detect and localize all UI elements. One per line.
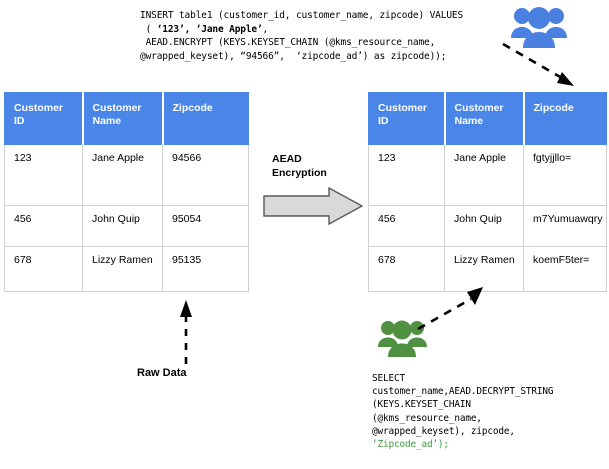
sql-line: AEAD.ENCRYPT (KEYS.KEYSET_CHAIN (@kms_re… <box>140 36 463 50</box>
cell-customer-id: 678 <box>368 246 445 292</box>
header-line-1: Zipcode <box>533 102 574 114</box>
sql-text: AEAD.ENCRYPT (KEYS.KEYSET_CHAIN (@kms_re… <box>140 37 436 49</box>
sql-line: customer_name,AEAD.DECRYPT_STRING <box>372 386 554 398</box>
cell-customer-id: 456 <box>4 205 83 247</box>
table-row: 456 John Quip m7Yumuawqry <box>368 205 607 247</box>
header-line-1: Customer <box>14 102 64 114</box>
sql-line: ( ‘123’, ‘Jane Apple’, <box>140 23 463 37</box>
header-line-1: Customer <box>454 102 504 114</box>
people-group-icon <box>509 4 569 50</box>
table-row: 678 Lizzy Ramen 95135 <box>4 246 249 292</box>
header-line-1: Zipcode <box>172 102 213 114</box>
sql-literal: ‘123’, ‘Jane Apple’ <box>156 23 263 35</box>
sql-text: , <box>262 23 269 35</box>
cell-customer-id: 678 <box>4 246 83 292</box>
sql-text: INSERT table1 (customer_id, customer_nam… <box>140 10 464 21</box>
cell-zipcode: m7Yumuawqry <box>523 205 607 247</box>
aead-encryption-arrow <box>263 186 364 226</box>
aead-label-line-2: Encryption <box>272 166 327 179</box>
cell-zipcode: 94566 <box>162 144 249 206</box>
header-line-2: ID <box>378 115 389 127</box>
cell-customer-id: 123 <box>368 144 445 206</box>
cell-zipcode: koemF5ter= <box>523 246 607 292</box>
sql-text: @wrapped_keyset), “94566”, ‘zipcode_ad’)… <box>140 50 447 62</box>
column-header-zipcode: Zipcode <box>162 92 249 145</box>
sql-line: @wrapped_keyset), zipcode, <box>372 425 515 437</box>
aead-label-line-1: AEAD <box>272 153 302 165</box>
table-row: 678 Lizzy Ramen koemF5ter= <box>368 246 607 292</box>
table-row: 123 Jane Apple 94566 <box>4 144 249 206</box>
sql-line: (@kms_resource_name, <box>372 412 482 424</box>
cell-customer-name: Lizzy Ramen <box>82 246 163 292</box>
people-group-icon <box>378 318 428 358</box>
cell-customer-name: Jane Apple <box>444 144 524 206</box>
header-line-1: Customer <box>378 102 428 114</box>
sql-line: ‘Zipcode_ad’); <box>372 439 449 451</box>
header-line-2: ID <box>14 115 25 127</box>
header-line-2: Name <box>454 115 484 127</box>
cell-zipcode: fgtyjjllo= <box>523 144 607 206</box>
dashed-arrow-up-icon <box>176 300 196 366</box>
sql-line: INSERT table1 (customer_id, customer_nam… <box>140 9 463 23</box>
aead-encryption-label: AEAD Encryption <box>272 153 327 180</box>
header-line-2: Name <box>92 115 122 127</box>
table-row: 123 Jane Apple fgtyjjllo= <box>368 144 607 206</box>
insert-sql-text: INSERT table1 (customer_id, customer_nam… <box>140 9 463 63</box>
sql-line: SELECT <box>372 373 405 384</box>
table-row: 456 John Quip 95054 <box>4 205 249 247</box>
header-line-1: Customer <box>92 102 142 114</box>
cell-customer-name: John Quip <box>82 205 163 247</box>
cell-customer-name: Lizzy Ramen <box>444 246 524 292</box>
dashed-arrow-select-icon <box>415 286 485 332</box>
cell-customer-id: 456 <box>368 205 445 247</box>
sql-line: (KEYS.KEYSET_CHAIN <box>372 399 471 411</box>
sql-line: @wrapped_keyset), “94566”, ‘zipcode_ad’)… <box>140 50 463 64</box>
dashed-arrow-insert-icon <box>500 40 584 90</box>
cell-zipcode: 95135 <box>162 246 249 292</box>
sql-text: ( <box>140 23 157 35</box>
cell-customer-name: Jane Apple <box>82 144 163 206</box>
cell-customer-name: John Quip <box>444 205 524 247</box>
raw-data-label: Raw Data <box>137 367 187 379</box>
column-header-zipcode: Zipcode <box>523 92 607 145</box>
cell-customer-id: 123 <box>4 144 83 206</box>
cell-zipcode: 95054 <box>162 205 249 247</box>
